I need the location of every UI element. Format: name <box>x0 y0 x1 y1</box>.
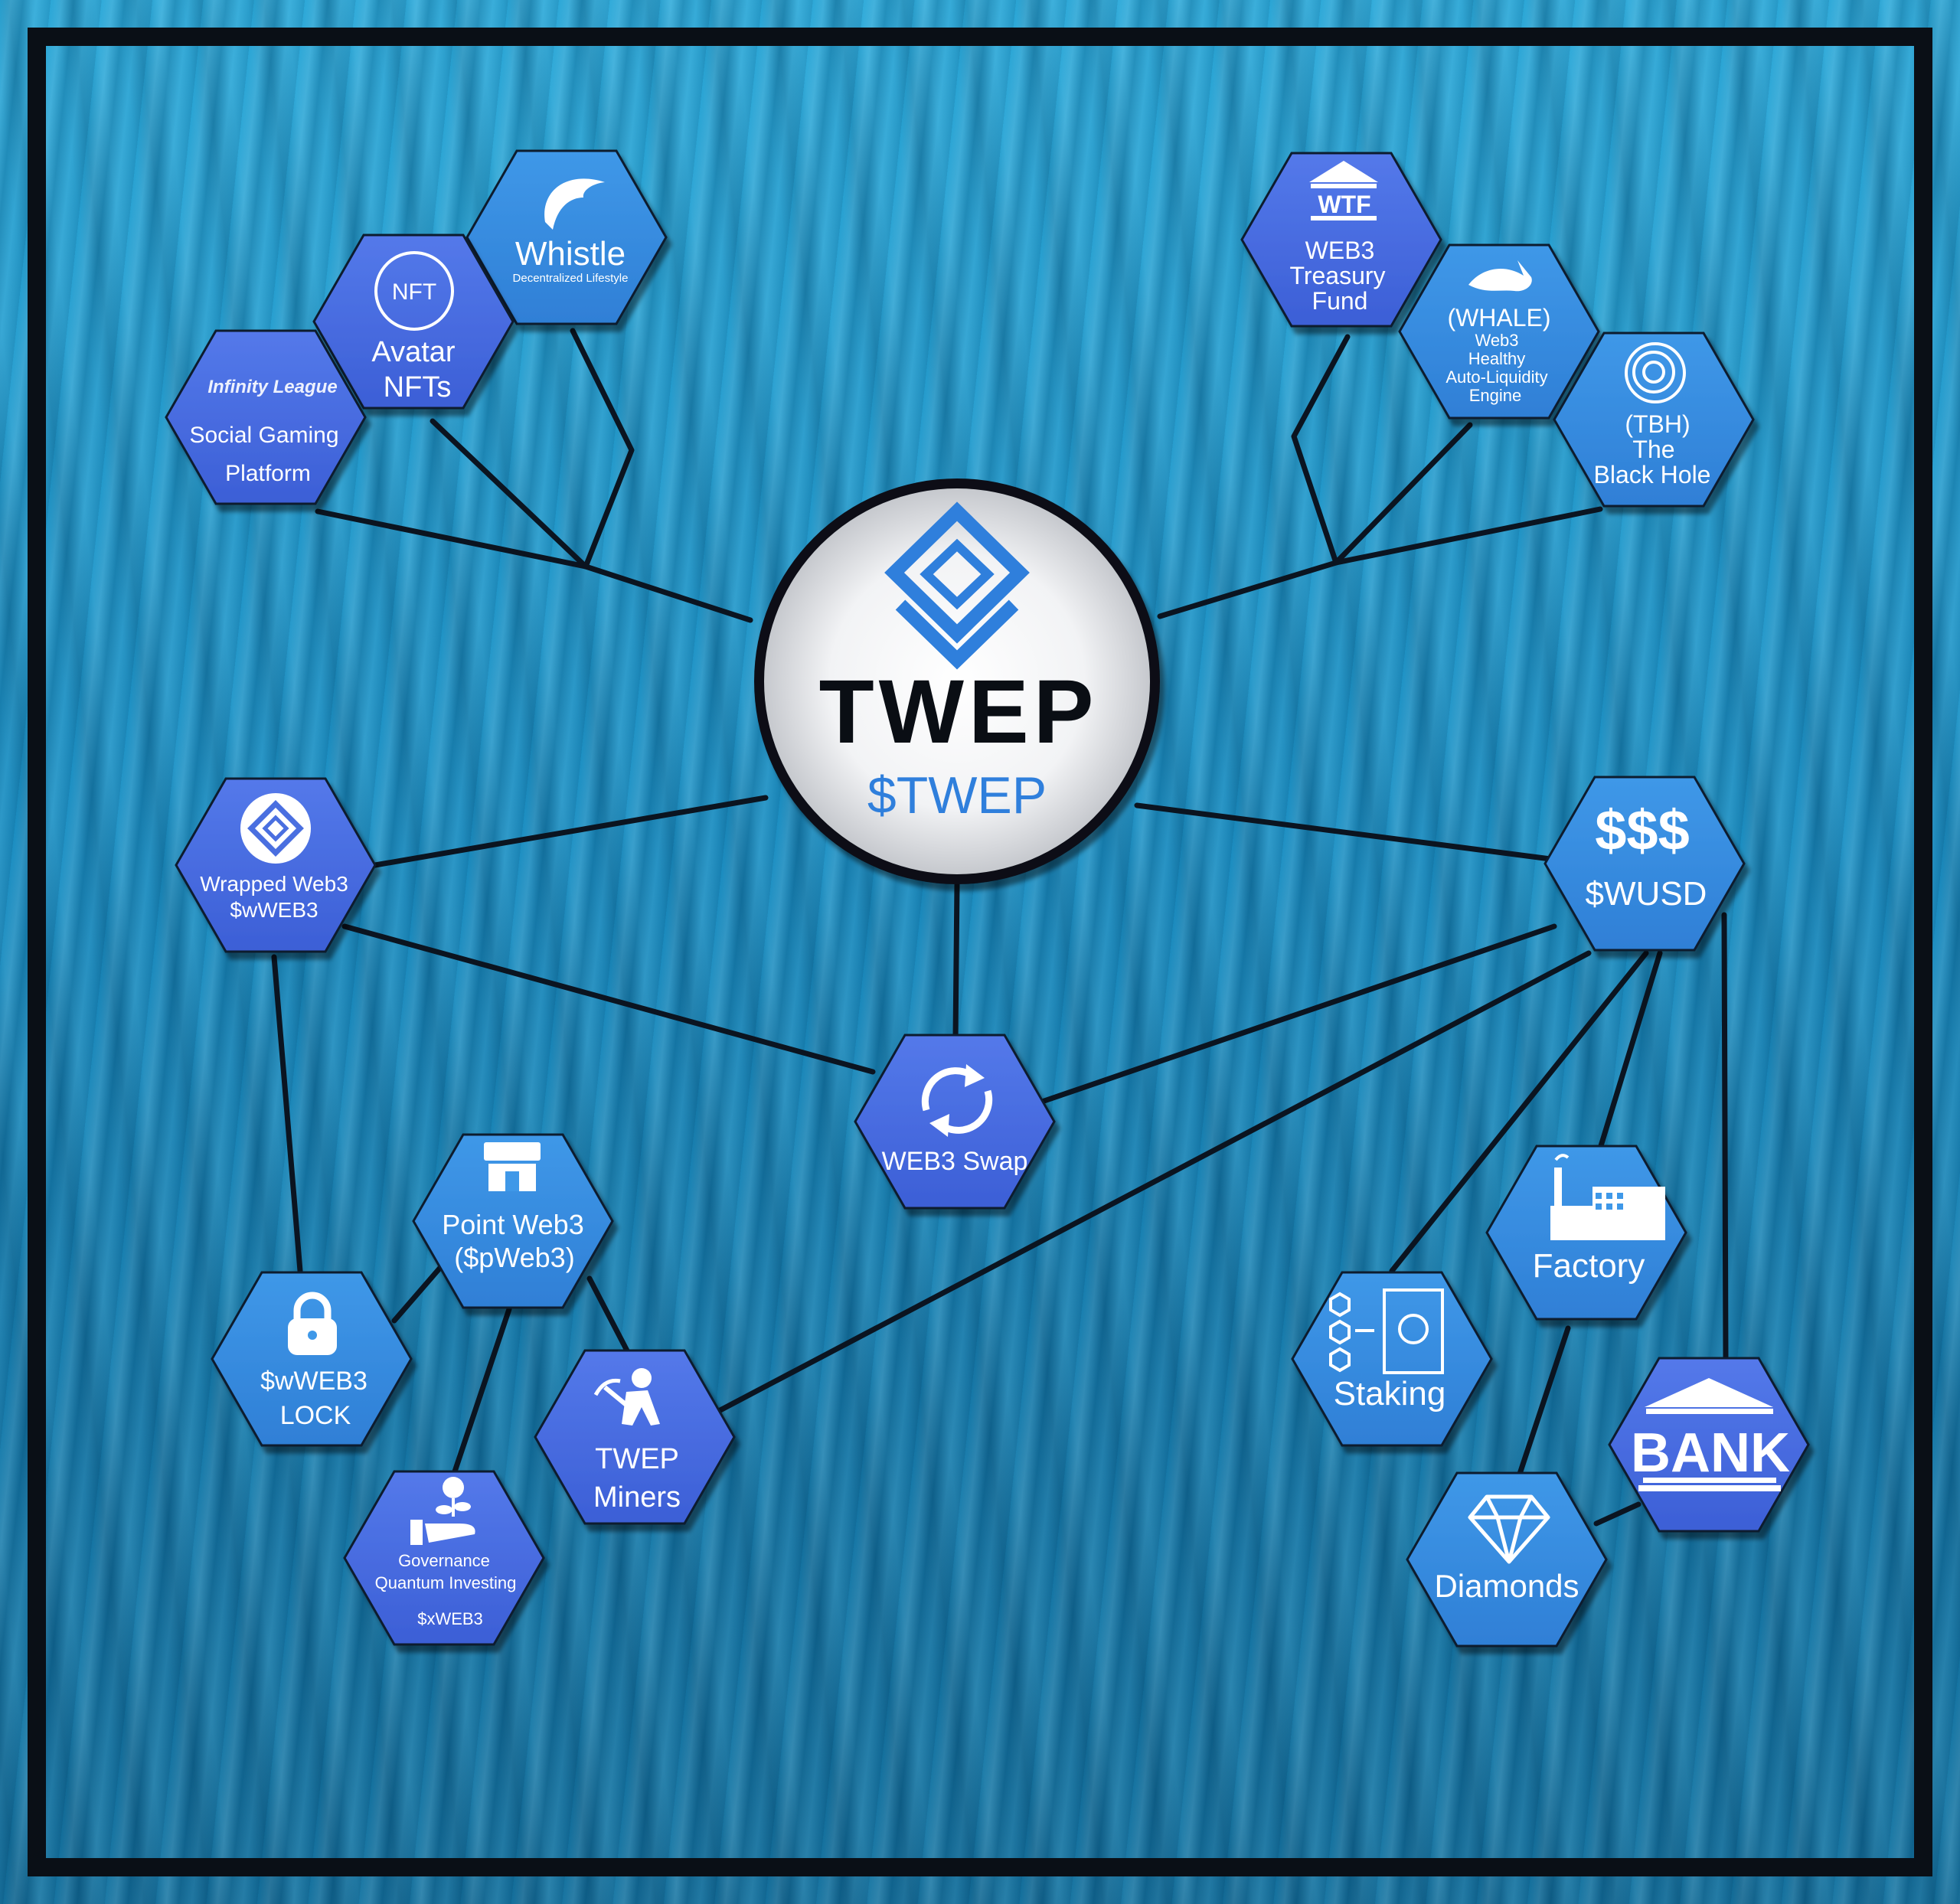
connector-lines <box>271 328 1729 1527</box>
twep-center-node[interactable] <box>754 478 1160 884</box>
wweb3-lock-line-2: LOCK <box>280 1401 351 1430</box>
wrapped-badge-icon <box>240 793 311 864</box>
social-gaming-line-1: Social Gaming <box>189 423 338 448</box>
governance-line-1: Governance <box>398 1551 490 1570</box>
factory-title: Factory <box>1533 1247 1645 1285</box>
padlock-icon <box>288 1292 337 1355</box>
twep-logo-icon <box>884 501 1030 670</box>
point-web3-line-1: Point Web3 <box>442 1209 583 1240</box>
node-whale[interactable]: (WHALE) Web3 Healthy Auto-Liquidity Engi… <box>1398 243 1600 420</box>
wtf-line-2: Treasury <box>1289 262 1385 289</box>
avatar-nfts-line-2: NFTs <box>384 371 452 403</box>
dollar-icon: $$$ <box>1595 799 1689 862</box>
whale-line-4: Auto-Liquidity <box>1446 367 1547 387</box>
bank-title: BANK <box>1631 1422 1790 1484</box>
plant-hand-icon <box>410 1477 475 1545</box>
miner-icon <box>593 1368 660 1426</box>
diagram-frame <box>28 28 1932 1876</box>
black-hole-line-3: Black Hole <box>1594 461 1711 488</box>
diamond-icon <box>1468 1494 1550 1564</box>
node-diamonds[interactable]: Diamonds <box>1406 1471 1608 1648</box>
factory-icon <box>1550 1154 1665 1240</box>
wtf-line-3: Fund <box>1312 287 1368 315</box>
governance-line-2: Quantum Investing <box>375 1573 517 1592</box>
node-factory[interactable]: Factory <box>1485 1145 1687 1321</box>
node-point-web3[interactable]: Point Web3 ($pWeb3) <box>412 1133 614 1309</box>
black-hole-line-2: The <box>1632 436 1674 463</box>
point-web3-line-2: ($pWeb3) <box>454 1242 574 1273</box>
wtf-badge: WTF <box>1318 191 1370 218</box>
wtf-line-1: WEB3 <box>1305 237 1375 264</box>
node-avatar-nfts[interactable]: NFT Avatar NFTs <box>312 234 514 410</box>
black-hole-icon <box>1625 342 1686 403</box>
whale-line-2: Web3 <box>1475 331 1518 350</box>
avatar-nfts-line-1: Avatar <box>371 336 455 368</box>
wrapped-web3-line-1: Wrapped Web3 <box>200 872 348 896</box>
swap-icon <box>921 1064 993 1137</box>
whale-line-3: Healthy <box>1468 349 1526 368</box>
vault-icon <box>1329 1288 1444 1374</box>
node-bank[interactable]: BANK <box>1608 1357 1810 1533</box>
node-wrapped-web3[interactable]: Wrapped Web3 $wWEB3 <box>175 777 377 953</box>
nft-badge: NFT <box>392 279 436 305</box>
whistle-title: Whistle <box>515 235 626 273</box>
web3-swap-title: WEB3 Swap <box>882 1147 1028 1176</box>
bank-icon <box>1638 1378 1781 1491</box>
treasury-building-icon <box>1309 161 1378 220</box>
node-wusd[interactable]: $$$ $WUSD <box>1544 776 1746 952</box>
governance-line-3: $xWEB3 <box>417 1609 483 1628</box>
node-black-hole[interactable]: (TBH) The Black Hole <box>1553 331 1755 508</box>
store-icon <box>484 1142 541 1191</box>
node-wweb3-lock[interactable]: $wWEB3 LOCK <box>211 1271 413 1447</box>
node-governance[interactable]: Governance Quantum Investing $xWEB3 <box>343 1470 545 1646</box>
node-wtf[interactable]: WTF WEB3 Treasury Fund <box>1240 152 1442 328</box>
nft-icon <box>374 251 454 331</box>
node-twep-miners[interactable]: TWEP Miners <box>534 1349 736 1525</box>
twep-ticker: $TWEP <box>867 766 1047 825</box>
node-social-gaming[interactable]: Infinity League Social Gaming Platform <box>165 329 367 505</box>
wweb3-lock-line-1: $wWEB3 <box>260 1367 368 1396</box>
twep-miners-line-1: TWEP <box>595 1443 679 1475</box>
whistle-subtitle: Decentralized Lifestyle <box>513 272 629 285</box>
orca-icon <box>1468 260 1532 292</box>
social-gaming-line-2: Platform <box>225 461 311 486</box>
twep-logo-text: TWEP <box>819 661 1099 763</box>
node-staking[interactable]: Staking <box>1291 1271 1493 1447</box>
diamonds-title: Diamonds <box>1434 1568 1579 1604</box>
whale-line-1: (WHALE) <box>1447 304 1550 331</box>
dolphin-icon <box>544 178 605 230</box>
node-whistle[interactable]: Whistle Decentralized Lifestyle <box>466 149 668 325</box>
twep-miners-line-2: Miners <box>593 1481 681 1514</box>
node-web3-swap[interactable]: WEB3 Swap <box>854 1034 1056 1210</box>
wusd-title: $WUSD <box>1586 875 1707 913</box>
staking-title: Staking <box>1334 1375 1446 1412</box>
whale-line-5: Engine <box>1469 386 1522 405</box>
black-hole-line-1: (TBH) <box>1625 410 1690 438</box>
infinity-league-logo: Infinity League <box>207 377 337 397</box>
wrapped-web3-line-2: $wWEB3 <box>230 898 318 922</box>
